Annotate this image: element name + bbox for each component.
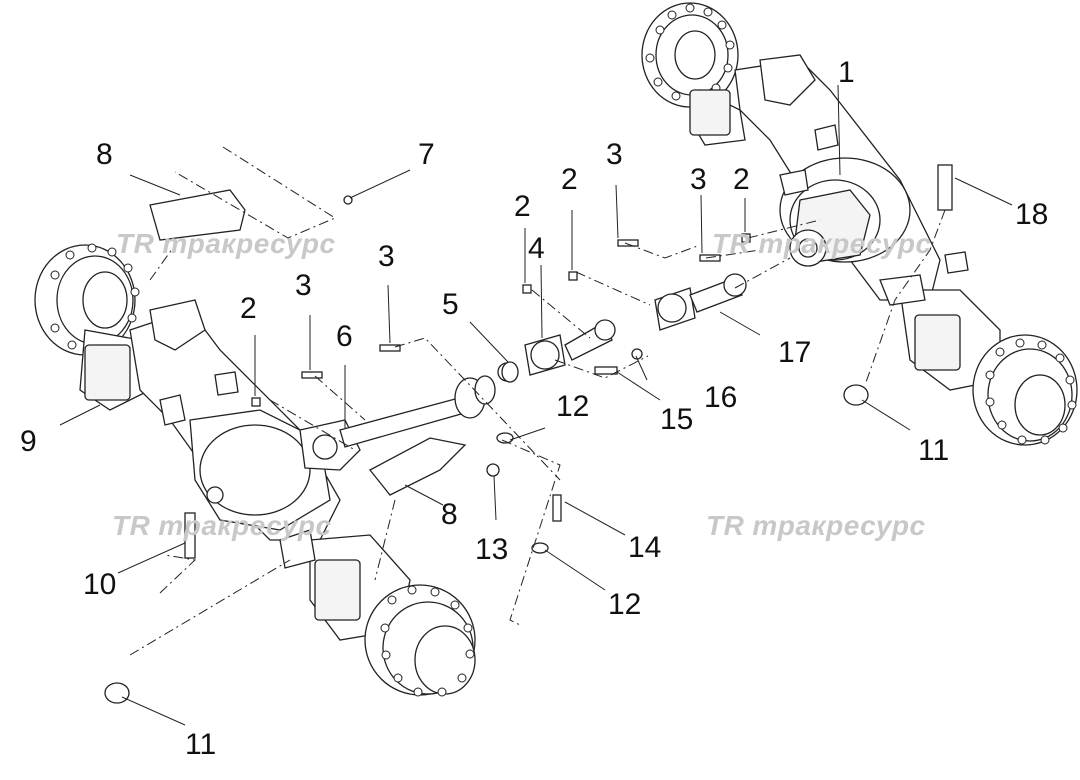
drive-shaft <box>339 362 517 448</box>
fastener-parts <box>104 164 953 704</box>
callout-2: 2 <box>561 163 578 196</box>
callout-15: 15 <box>660 403 694 436</box>
callout-4: 4 <box>528 232 545 265</box>
callout-18: 18 <box>1015 198 1049 231</box>
cover-plate-top <box>149 189 246 241</box>
callout-17: 17 <box>778 336 812 369</box>
callout-14: 14 <box>628 531 662 564</box>
callout-9: 9 <box>20 425 37 458</box>
leader-lines <box>59 84 1013 726</box>
callout-2: 2 <box>240 292 257 325</box>
callout-12: 12 <box>556 390 590 423</box>
callout-10: 10 <box>83 568 117 601</box>
cardan-shaft <box>654 273 747 331</box>
callout-3: 3 <box>378 240 395 273</box>
alignment-lines <box>129 146 946 656</box>
callout-2: 2 <box>514 190 531 223</box>
cover-plate-bottom <box>369 437 467 496</box>
callout-3: 3 <box>295 269 312 302</box>
callout-13: 13 <box>475 533 509 566</box>
rear-axle-hub-right <box>899 289 1078 446</box>
flange-yoke <box>524 319 616 376</box>
callout-5: 5 <box>442 288 459 321</box>
front-differential-housing <box>189 409 361 531</box>
callout-11: 11 <box>185 728 217 761</box>
callout-8: 8 <box>441 498 458 531</box>
callout-1: 1 <box>838 56 855 89</box>
front-axle-hub-left <box>34 243 151 411</box>
callout-3: 3 <box>690 163 707 196</box>
rear-axle-hub-left <box>641 2 746 146</box>
callout-16: 16 <box>704 381 738 414</box>
rear-axle-assembly <box>641 2 1078 446</box>
callout-12: 12 <box>608 588 642 621</box>
callout-3: 3 <box>606 138 623 171</box>
rear-differential-housing <box>779 124 911 267</box>
callout-2: 2 <box>733 163 750 196</box>
callout-6: 6 <box>336 320 353 353</box>
front-axle-hub-right <box>309 534 476 697</box>
front-axle-assembly <box>34 243 476 697</box>
callout-7: 7 <box>418 138 435 171</box>
callout-8: 8 <box>96 138 113 171</box>
callout-11: 11 <box>918 434 950 467</box>
